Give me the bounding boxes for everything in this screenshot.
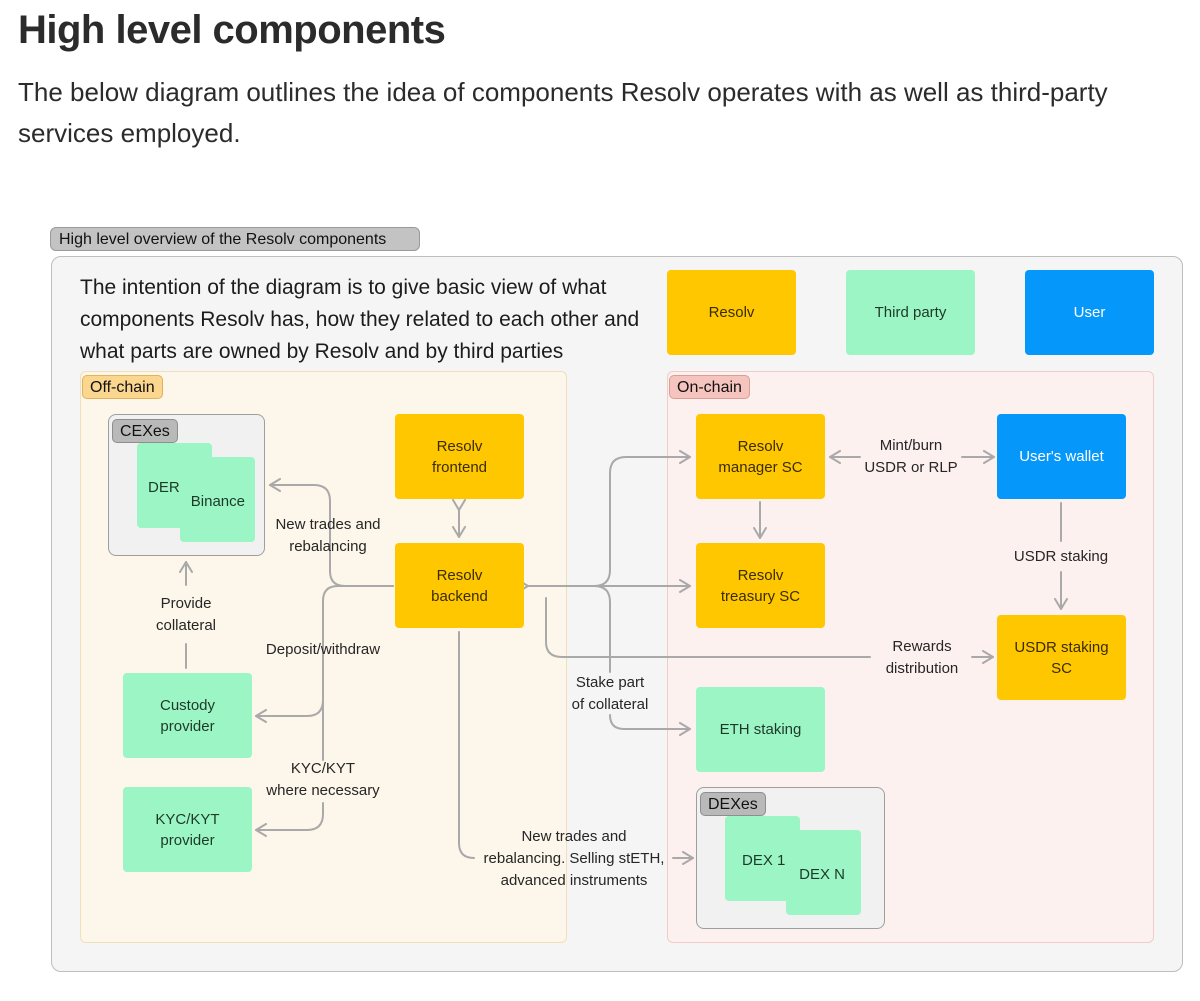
node-resolv-backend: Resolv backend <box>395 543 524 628</box>
onchain-tag: On-chain <box>669 375 750 399</box>
label-new-trades: New trades and rebalancing <box>275 516 381 555</box>
label-dex-trades: New trades and rebalancing. Selling stET… <box>483 828 665 889</box>
node-eth-staking: ETH staking <box>696 687 825 772</box>
arrow-bus-eth <box>593 585 611 673</box>
node-resolv-manager-sc: Resolv manager SC <box>696 414 825 499</box>
page-title: High level components <box>18 8 446 52</box>
label-provide-collateral: Provide collateral <box>155 595 217 634</box>
diagram-frame-label: High level overview of the Resolv compon… <box>50 227 420 251</box>
arrow-rewards <box>545 597 871 658</box>
arrow-kyc-branch <box>255 802 324 837</box>
legend-third-party: Third party <box>846 270 975 355</box>
arrow-eth-staking <box>609 714 691 736</box>
cexes-tag: CEXes <box>112 419 178 443</box>
node-kyc-provider: KYC/KYT provider <box>123 787 252 872</box>
arrow-backend-custody <box>255 585 394 723</box>
legend-resolv: Resolv <box>667 270 796 355</box>
diagram-description: The intention of the diagram is to give … <box>80 276 640 363</box>
label-usdr-staking: USDR staking <box>1013 548 1109 565</box>
label-stake-part: Stake part of collateral <box>571 674 649 713</box>
node-binance: Binance <box>180 457 255 542</box>
node-resolv-treasury-sc: Resolv treasury SC <box>696 543 825 628</box>
node-usdr-staking-sc: USDR staking SC <box>997 615 1126 700</box>
dexes-tag: DEXes <box>700 792 766 816</box>
intro-paragraph: The below diagram outlines the idea of c… <box>18 77 1108 148</box>
node-resolv-frontend: Resolv frontend <box>395 414 524 499</box>
label-deposit-withdraw: Deposit/withdraw <box>265 641 381 658</box>
arrow-bus-manager <box>593 450 691 587</box>
label-rewards: Rewards distribution <box>885 638 959 677</box>
offchain-tag: Off-chain <box>82 375 163 399</box>
arrow-backend-dexes <box>458 631 475 859</box>
legend-user: User <box>1025 270 1154 355</box>
label-kyc-kyt: KYC/KYT where necessary <box>266 760 380 799</box>
label-mint-burn: Mint/burn USDR or RLP <box>864 437 958 476</box>
node-dex-n: DEX N <box>786 830 861 915</box>
node-custody-provider: Custody provider <box>123 673 252 758</box>
node-users-wallet: User's wallet <box>997 414 1126 499</box>
